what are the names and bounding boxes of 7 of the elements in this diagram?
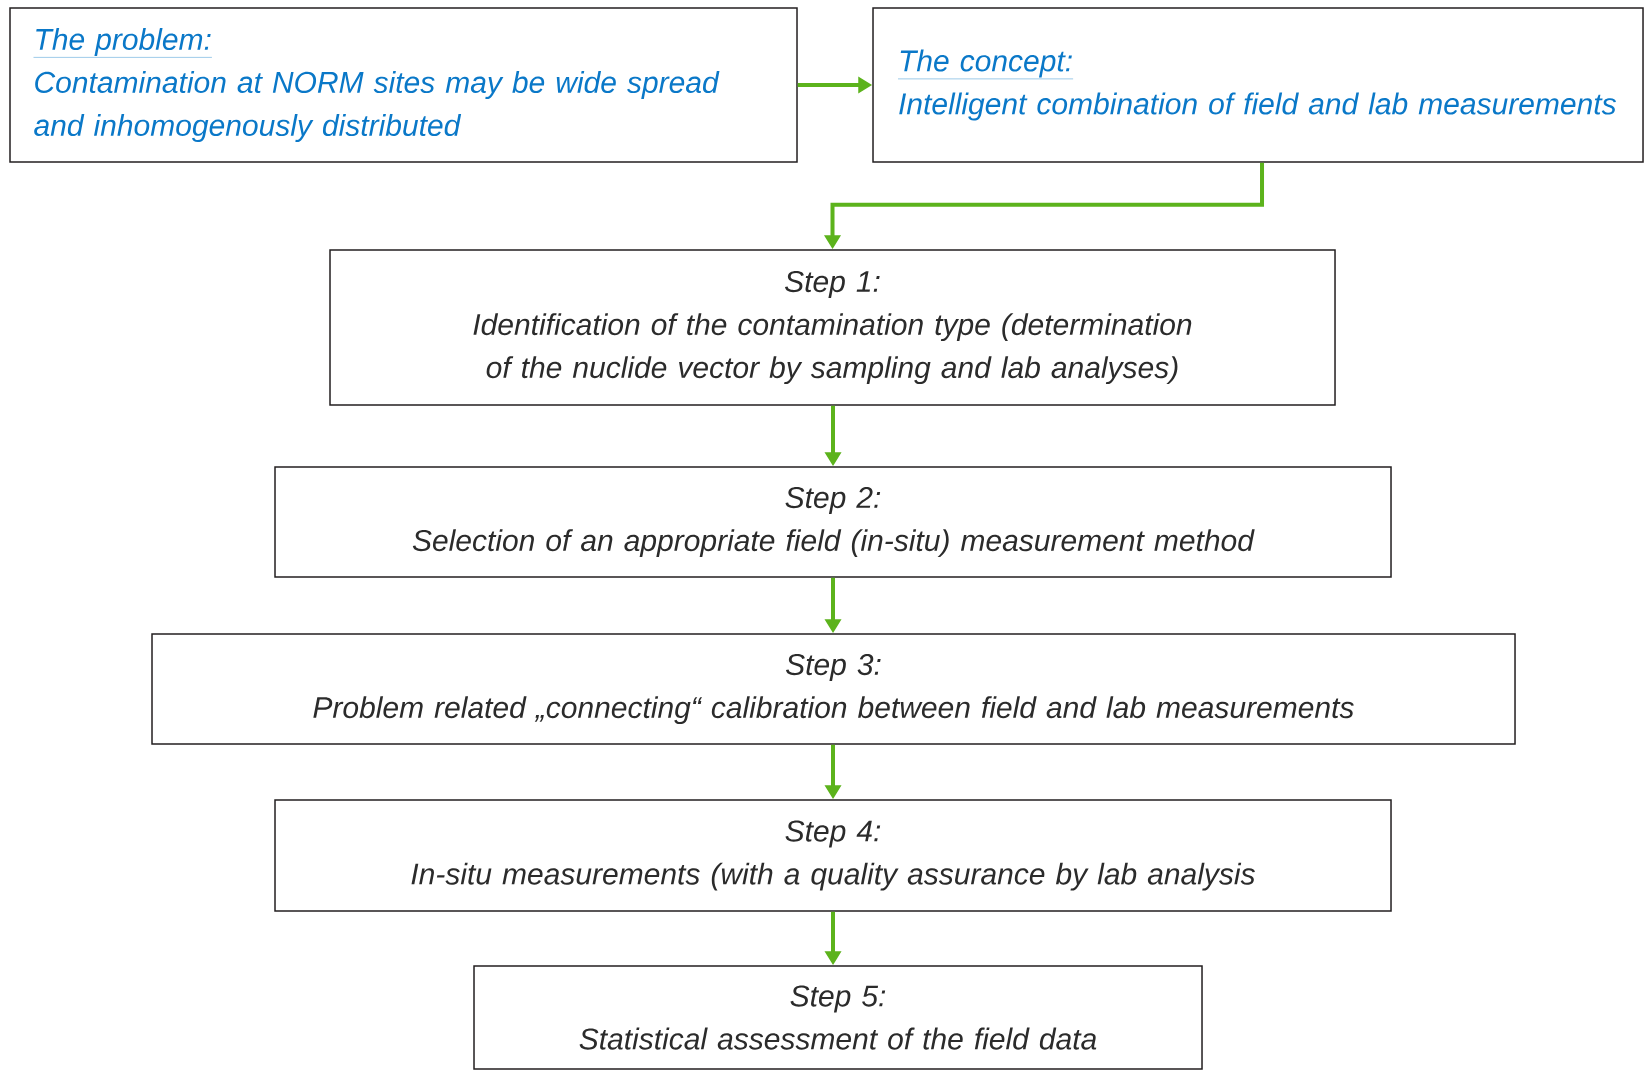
- concept-box: The problem: Contamination at NORM sites may be wide spread and inhomogenously distributed: [9, 7, 798, 163]
- step-box: Step 4: In-situ measurements (with a quality assurance by lab analysis: [274, 799, 1392, 912]
- step-box: Step 5: Statistical assessment of the field data: [473, 965, 1203, 1070]
- step-box: Step 2: Selection of an appropriate field (in-situ) measurement method: [274, 466, 1392, 578]
- step-box: Step 3: Problem related „connecting“ calibration between field and lab measurements: [151, 633, 1516, 745]
- concept-box: The concept: Intelligent combination of field and lab measurements: [872, 7, 1644, 163]
- step-box: Step 1: Identification of the contamination type (determination of the nuclide vector by sampling and lab analyses): [329, 249, 1336, 406]
